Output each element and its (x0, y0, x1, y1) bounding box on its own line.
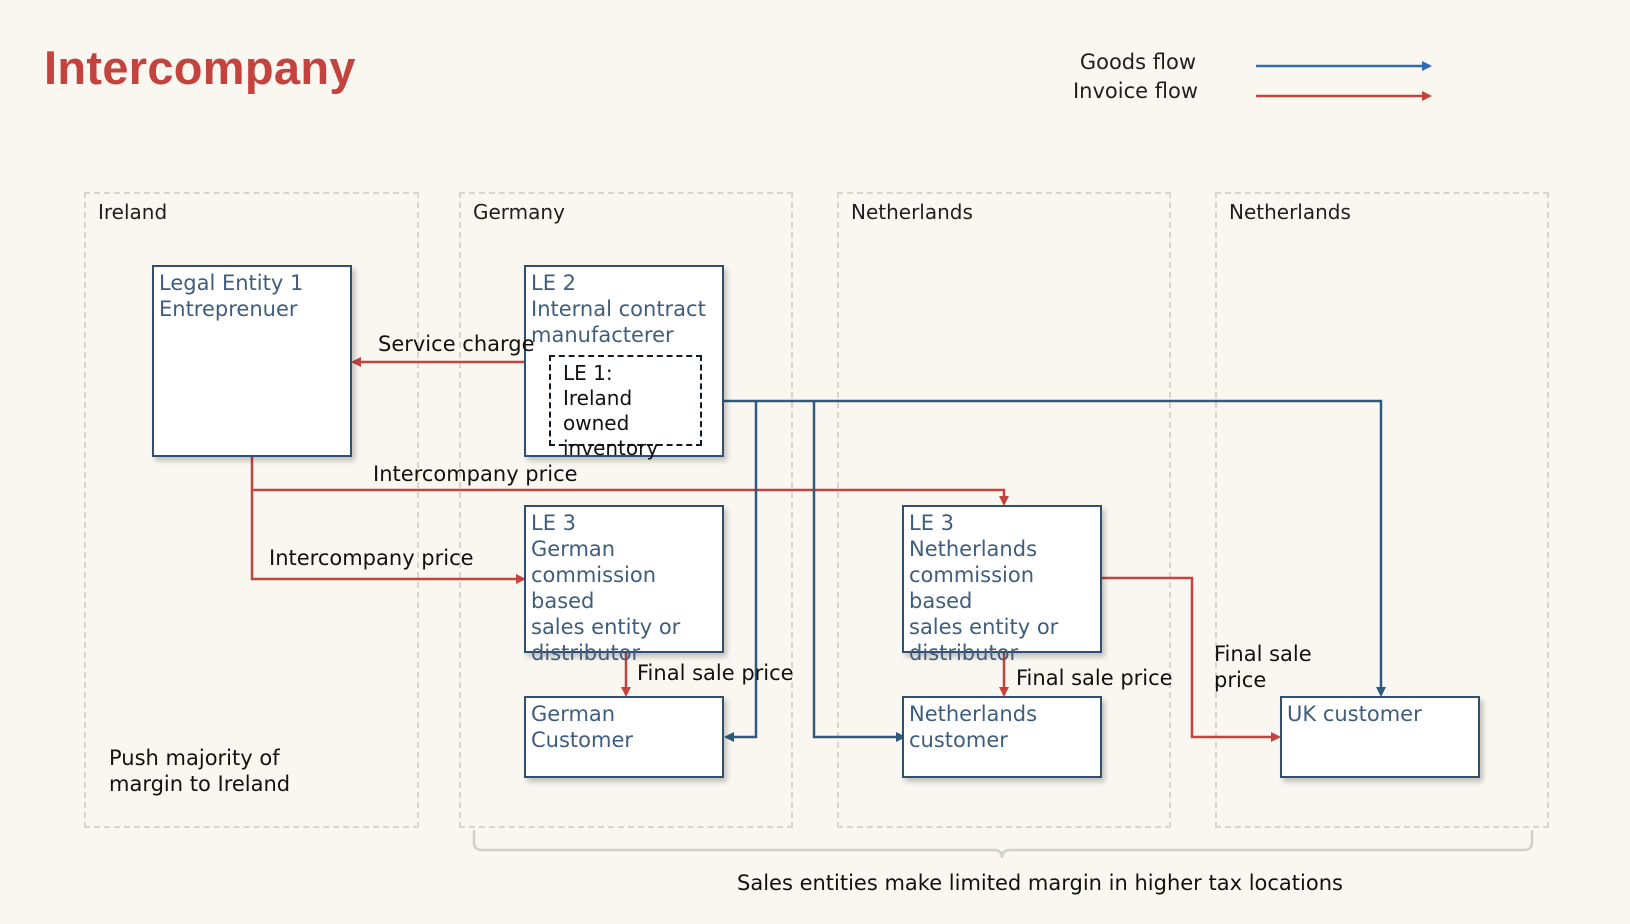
intercompany-price-label-top: Intercompany price (373, 462, 578, 486)
region-netherlands-1: Netherlands (837, 192, 1171, 828)
bottom-brace (472, 830, 1534, 859)
region-netherlands-2: Netherlands (1215, 192, 1549, 828)
final-sale-label-uk: Final sale price (1214, 641, 1312, 693)
region-germany: Germany (459, 192, 793, 828)
box-line: German (531, 702, 616, 726)
intercompany-arrow-de (250, 490, 526, 584)
le3-german-sales-box: LE 3 German commission based sales entit… (524, 505, 724, 665)
ireland-inventory-box: LE 1: Ireland owned inventory (549, 355, 702, 460)
region-label: Netherlands (1229, 200, 1351, 224)
legal-entity-1-box: Legal Entity 1 Entreprenuer (152, 265, 352, 457)
box-line: LE 3 (909, 511, 955, 535)
final-sale-label-de: Final sale price (637, 661, 794, 685)
box-line: Netherlands (909, 537, 1038, 561)
box-line: owned (563, 411, 630, 435)
intercompany-price-label-left: Intercompany price (269, 546, 474, 570)
final-sale-arrow-uk (1101, 576, 1281, 742)
final-sale-label-nl: Final sale price (1016, 666, 1173, 690)
box-line: sales entity or (909, 615, 1059, 639)
label-line: Final sale (1214, 642, 1312, 666)
box-line: LE 1: Ireland (563, 361, 633, 410)
page-title: Intercompany (44, 41, 356, 94)
region-label: Ireland (98, 200, 168, 224)
region-label: Netherlands (851, 200, 973, 224)
goods-arrow-de (724, 401, 758, 742)
region-label: Germany (473, 200, 565, 224)
uk-customer-box: UK customer (1280, 696, 1480, 778)
box-line: distributor (909, 641, 1019, 665)
box-line: Netherlands (909, 702, 1038, 726)
box-line: German (531, 537, 616, 561)
intercompany-arrow-nl (250, 456, 1009, 506)
box-line: LE 2 (531, 271, 577, 295)
box-line: LE 3 (531, 511, 577, 535)
note-line: Push majority of (109, 746, 280, 770)
goods-arrow-uk (702, 399, 1386, 697)
box-line: Legal Entity 1 (159, 271, 304, 295)
legend-invoice-label: Invoice flow (1072, 79, 1198, 103)
box-line: UK customer (1287, 702, 1422, 726)
netherlands-customer-box: Netherlands customer (902, 696, 1102, 778)
box-line: distributor (531, 641, 641, 665)
region-ireland: Ireland (84, 192, 419, 828)
service-charge-label: Service charge (378, 332, 535, 356)
box-line: sales entity or (531, 615, 681, 639)
goods-arrow-nl (812, 401, 906, 742)
note-line: margin to Ireland (109, 772, 291, 796)
label-line: price (1214, 668, 1267, 692)
box-line: manufacterer (531, 323, 674, 347)
ireland-margin-note: Push majority of margin to Ireland (109, 745, 290, 797)
box-line: Customer (531, 728, 634, 752)
box-line: commission based (531, 563, 657, 613)
box-line: Entreprenuer (159, 297, 298, 321)
le3-netherlands-sales-box: LE 3 Netherlands commission based sales … (902, 505, 1102, 665)
box-line: commission based (909, 563, 1035, 613)
box-line: inventory (563, 436, 659, 460)
german-customer-box: German Customer (524, 696, 724, 778)
box-line: customer (909, 728, 1008, 752)
brace-note: Sales entities make limited margin in hi… (737, 871, 1343, 895)
box-line: Internal contract (531, 297, 706, 321)
legend-goods-label: Goods flow (1079, 50, 1196, 74)
